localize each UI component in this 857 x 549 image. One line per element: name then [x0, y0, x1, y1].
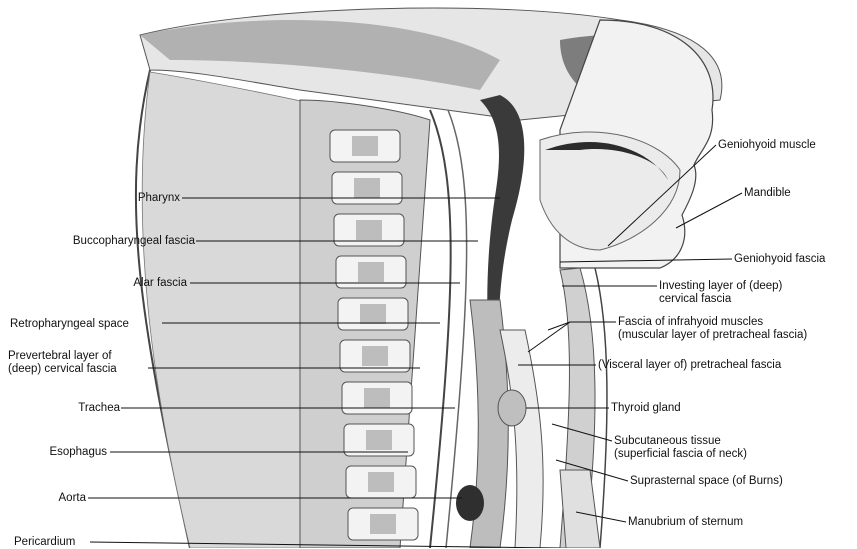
vertebra-core-8 — [366, 430, 392, 450]
leader-infrahyoid-b — [548, 322, 570, 330]
label-investing-line2: cervical fascia — [659, 293, 782, 306]
pharynx-channel — [480, 95, 524, 330]
vertebra-core-6 — [362, 346, 388, 366]
label-subcutaneous-line2: (superficial fascia of neck) — [614, 448, 747, 461]
label-pharynx: Pharynx — [95, 192, 180, 205]
label-prevertebral-line2: (deep) cervical fascia — [8, 363, 117, 376]
label-prevertebral-line1: Prevertebral layer of — [8, 350, 117, 363]
label-manubrium: Manubrium of sternum — [628, 516, 743, 529]
label-esophagus: Esophagus — [20, 446, 107, 459]
label-pericardium: Pericardium — [14, 536, 75, 549]
label-infrahyoid-fascia: Fascia of infrahyoid muscles (muscular l… — [618, 316, 807, 342]
label-subcutaneous-tissue: Subcutaneous tissue (superficial fascia … — [614, 435, 747, 461]
vertebra-core-10 — [370, 514, 396, 534]
label-visceral-pretracheal-fascia: (Visceral layer of) pretracheal fascia — [598, 359, 781, 372]
prevertebral-band — [430, 110, 451, 548]
label-mandible: Mandible — [744, 187, 791, 200]
vertebra-core-9 — [368, 472, 394, 492]
label-investing-line1: Investing layer of (deep) — [659, 280, 782, 293]
label-geniohyoid-muscle: Geniohyoid muscle — [718, 139, 816, 152]
label-alar-fascia: Alar fascia — [80, 277, 187, 290]
label-trachea: Trachea — [20, 402, 120, 415]
manubrium — [560, 470, 600, 548]
vertebra-core-7 — [364, 388, 390, 408]
label-buccopharyngeal-fascia: Buccopharyngeal fascia — [10, 235, 195, 248]
label-geniohyoid-fascia: Geniohyoid fascia — [734, 253, 825, 266]
label-subcutaneous-line1: Subcutaneous tissue — [614, 435, 747, 448]
leader-infrahyoid-c — [528, 322, 570, 352]
thyroid-gland — [498, 390, 526, 426]
vertebra-core-5 — [360, 304, 386, 324]
label-aorta: Aorta — [20, 492, 86, 505]
label-infrahyoid-line1: Fascia of infrahyoid muscles — [618, 316, 807, 329]
label-suprasternal-space: Suprasternal space (of Burns) — [630, 475, 783, 488]
vertebra-core-2 — [354, 178, 380, 198]
label-thyroid-gland: Thyroid gland — [611, 402, 681, 415]
vertebra-core-3 — [356, 220, 382, 240]
vertebra-core-4 — [358, 262, 384, 282]
label-retropharyngeal-space: Retropharyngeal space — [10, 318, 129, 331]
label-investing-layer: Investing layer of (deep) cervical fasci… — [659, 280, 782, 306]
aorta — [456, 485, 484, 521]
vertebra-core-1 — [352, 136, 378, 156]
label-infrahyoid-line2: (muscular layer of pretracheal fascia) — [618, 329, 807, 342]
label-prevertebral-layer: Prevertebral layer of (deep) cervical fa… — [8, 350, 117, 376]
